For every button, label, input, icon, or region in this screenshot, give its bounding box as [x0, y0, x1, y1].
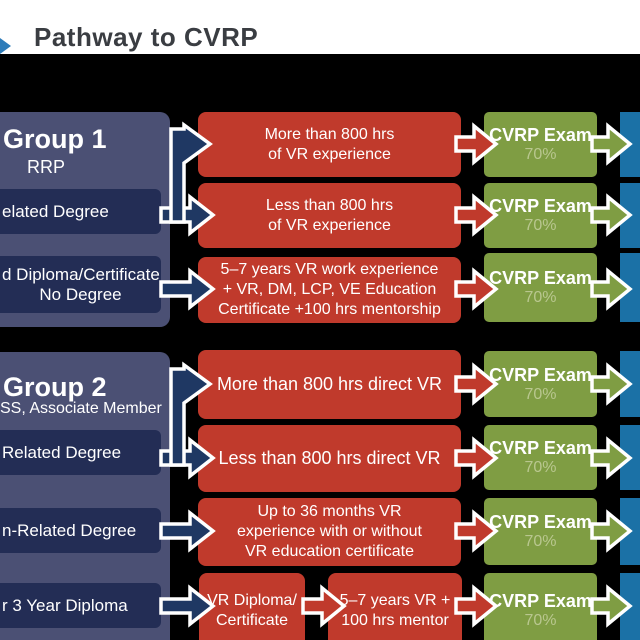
header-band: [0, 0, 640, 54]
requirement-text: More than 800 hrs: [264, 125, 395, 143]
exam-label: CVRP Exam: [489, 512, 592, 532]
requirement-text: Less than 800 hrs direct VR: [218, 448, 441, 469]
exam-label: CVRP Exam: [489, 438, 592, 458]
requirement-text: + VR, DM, LCP, VE Education: [222, 281, 437, 298]
group-subtitle: SS, Associate Member: [0, 400, 162, 417]
flow-arrow-navy: [159, 267, 216, 311]
exam-label: CVRP Exam: [489, 268, 592, 288]
requirement-box: Less than 800 hrs of VR experience: [198, 183, 461, 248]
group-title: Group 1: [3, 124, 107, 154]
flow-arrow-green: [590, 509, 633, 553]
requirement-text: Certificate +100 hrs mentorship: [218, 301, 441, 318]
group-title: Group 2: [3, 372, 107, 402]
source-box-label: elated Degree: [2, 201, 109, 221]
flow-arrow-green: [590, 122, 633, 166]
requirement-text: 5–7 years VR work experience: [220, 261, 439, 278]
flow-arrow-navy: [159, 509, 216, 553]
exam-score: 70%: [524, 289, 557, 306]
logo-fragment-icon: [0, 38, 11, 54]
flow-arrow-red: [454, 362, 499, 406]
source-box-label: n-Related Degree: [2, 520, 137, 540]
requirement-text: experience with or without: [237, 523, 422, 540]
source-box: n-Related Degree: [0, 508, 161, 553]
exam-score: 70%: [524, 146, 557, 163]
flow-arrow-green: [590, 362, 633, 406]
flow-arrow-green: [590, 436, 633, 480]
flow-arrow-red: [454, 193, 499, 237]
exam-score: 70%: [524, 217, 557, 234]
exam-label: CVRP Exam: [489, 364, 592, 385]
requirement-box: More than 800 hrs of VR experience: [198, 112, 461, 177]
flow-arrow-green: [590, 267, 633, 311]
requirement-text: Up to 36 months VR: [257, 503, 402, 520]
exam-score: 70%: [524, 459, 557, 476]
source-box-label: Related Degree: [2, 442, 122, 462]
requirement-box: Up to 36 months VR experience with or wit…: [198, 498, 461, 566]
exam-label: CVRP Exam: [489, 196, 592, 216]
flow-arrow-green: [590, 193, 633, 237]
requirement-box: VR Diploma/Certificate: [199, 573, 305, 640]
requirement-box: 5–7 years VR work experience + VR, DM, LC…: [198, 257, 461, 323]
source-box: r 3 Year Diploma: [0, 583, 161, 628]
flow-arrow-red: [301, 584, 347, 628]
exam-score: 70%: [524, 533, 557, 550]
source-box-label: d Diploma/Certificate: [2, 264, 160, 284]
requirement-text: of VR experience: [268, 216, 391, 234]
requirement-text: 5–7 years VR +: [339, 591, 451, 609]
source-box-label: No Degree: [39, 284, 122, 304]
source-box-label: r 3 Year Diploma: [2, 595, 128, 615]
flow-elbow-arrow-navy: [169, 121, 213, 224]
flow-arrow-navy: [159, 193, 216, 237]
source-box: elated Degree: [0, 189, 161, 234]
flow-arrow-red: [454, 584, 499, 628]
source-box: Related Degree: [0, 430, 161, 475]
requirement-text: Less than 800 hrs: [265, 196, 394, 214]
flow-arrow-red: [454, 122, 499, 166]
requirement-text: More than 800 hrs direct VR: [216, 374, 443, 395]
requirement-text: 100 hrs mentor: [341, 611, 449, 629]
exam-label: CVRP Exam: [489, 591, 592, 611]
requirement-box: 5–7 years VR + 100 hrs mentor: [328, 573, 462, 640]
requirement-text: VR Diploma/: [207, 591, 297, 609]
requirement-text: of VR experience: [268, 145, 391, 163]
flow-arrow-navy: [159, 584, 216, 628]
requirement-text: VR education certificate: [245, 543, 414, 560]
exam-label: CVRP Exam: [489, 125, 592, 145]
flow-elbow-arrow-navy: [169, 361, 213, 467]
flow-arrow-red: [454, 267, 499, 311]
exam-score: 70%: [524, 385, 557, 403]
exam-score: 70%: [524, 612, 557, 629]
flow-arrow-green: [590, 584, 633, 628]
flow-arrow-red: [454, 436, 499, 480]
requirement-box: Less than 800 hrs direct VR: [198, 425, 461, 492]
requirement-text: Certificate: [215, 611, 289, 629]
requirement-box: More than 800 hrs direct VR: [198, 350, 461, 419]
flow-arrow-red: [454, 509, 499, 553]
page-title: Pathway to CVRP: [34, 22, 259, 52]
group-subtitle: RRP: [26, 157, 65, 177]
flow-arrow-navy: [159, 436, 216, 480]
